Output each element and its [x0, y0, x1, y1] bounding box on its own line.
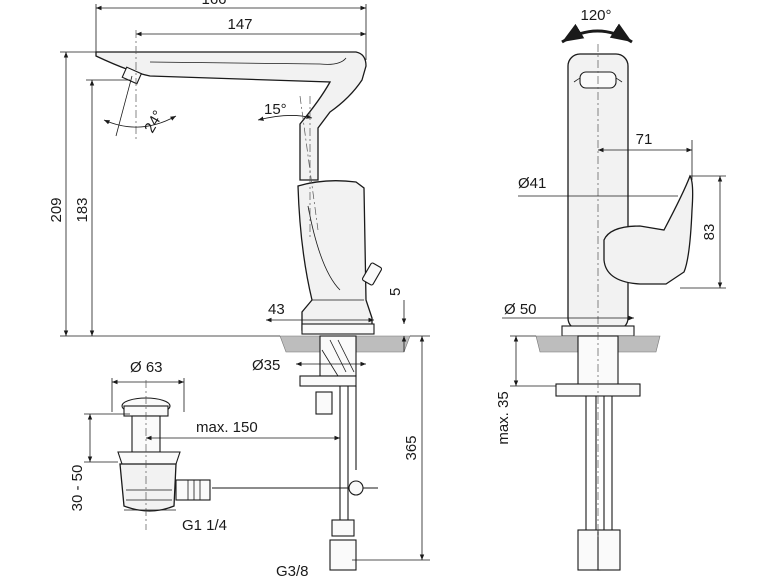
label-waste-reach: max. 150 [196, 419, 258, 436]
label-total-length: 166 [201, 0, 226, 8]
label-spout-height: 183 [74, 197, 91, 222]
label-base-width: 43 [268, 301, 285, 318]
dimension-lines-side [60, 4, 430, 561]
label-lever-height: 83 [701, 224, 718, 241]
waste-assembly [117, 397, 211, 512]
label-base-dia: Ø 50 [504, 301, 537, 318]
lever-knob [361, 262, 383, 286]
label-shank-dia: Ø35 [252, 357, 280, 374]
aerator [121, 66, 143, 85]
label-spout-angle: 24° [141, 108, 167, 136]
label-gap: 5 [387, 288, 404, 296]
label-below-counter: 365 [403, 435, 420, 460]
label-waste-height: 30 - 50 [69, 465, 86, 512]
label-spout-reach: 147 [227, 16, 252, 33]
label-waste-dia: Ø 63 [130, 359, 163, 376]
label-tilt-angle: 15° [264, 101, 287, 118]
dimension-lines-front [502, 23, 726, 540]
label-waste-thread: G1 1/4 [182, 517, 227, 534]
faucet-body [297, 180, 373, 331]
dimension-labels: 166 147 209 183 24° 15° 43 5 Ø35 365 Ø 6… [48, 0, 718, 578]
label-body-dia: Ø41 [518, 175, 546, 192]
label-rotation: 120° [580, 7, 611, 24]
label-lever-reach: 71 [636, 131, 653, 148]
waste-outlet [175, 479, 211, 501]
front-lever [603, 174, 694, 285]
faucet-front-view [535, 53, 694, 571]
label-inlet-thread: G3/8 [276, 563, 309, 578]
faucet-base [301, 323, 375, 335]
label-total-height: 209 [48, 197, 65, 222]
label-counter-thickness: max. 35 [495, 391, 512, 444]
